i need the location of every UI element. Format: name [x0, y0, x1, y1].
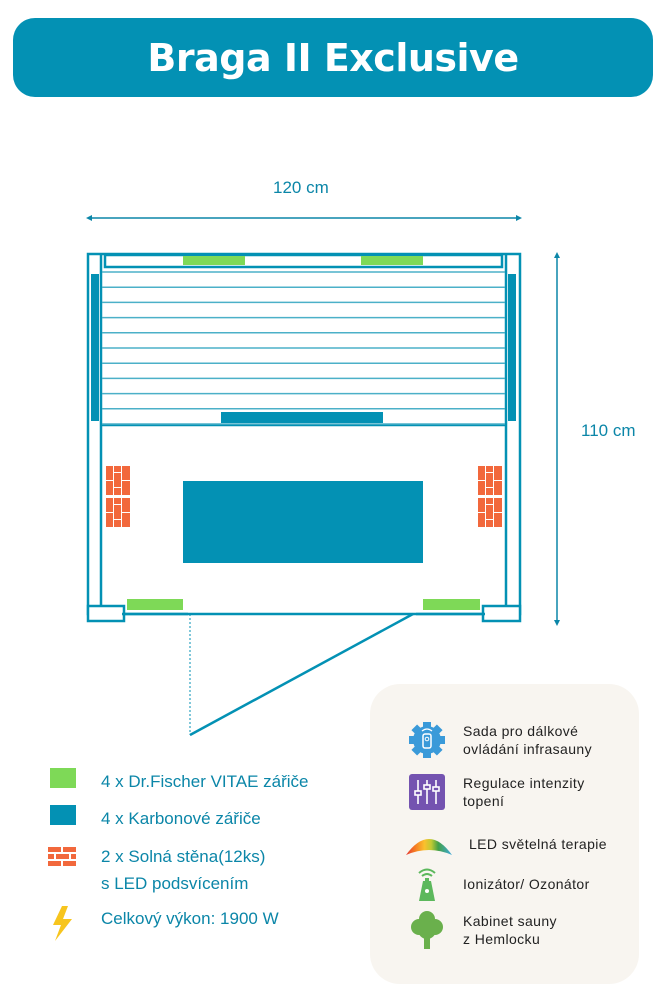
salt-brick-block — [478, 466, 502, 495]
vitae-heater-bottom-left — [127, 599, 183, 610]
feature-intensity: Regulace intenzity topení — [405, 772, 585, 812]
rainbow-icon — [405, 824, 453, 864]
ionizer-icon — [405, 864, 449, 904]
salt-brick-block — [478, 498, 502, 527]
feature-label-line2: topení — [463, 793, 505, 809]
feature-label: LED světelná terapie — [469, 836, 607, 852]
carbon-heater-right — [508, 274, 516, 421]
feature-cabinet: Kabinet sauny z Hemlocku — [405, 910, 557, 950]
feature-remote: Sada pro dálkové ovládání infrasauny — [405, 720, 592, 760]
carbon-heater-swatch — [48, 805, 78, 827]
legend-power: Celkový výkon: 1900 W — [48, 905, 279, 941]
sliders-icon — [405, 772, 449, 812]
feature-label: Sada pro dálkové — [463, 723, 579, 739]
legend-vitae: 4 x Dr.Fischer VITAE zářiče — [48, 768, 309, 795]
door — [122, 612, 485, 737]
legend-label-line2: s LED podsvícením — [101, 874, 249, 893]
brick-icon — [48, 843, 78, 866]
remote-gear-icon — [405, 720, 449, 760]
carbon-heater-bench — [221, 412, 383, 423]
page-title: Braga II Exclusive — [147, 35, 519, 80]
salt-brick-block — [106, 498, 130, 527]
feature-led: LED světelná terapie — [405, 824, 607, 864]
feature-label: Ionizátor/ Ozonátor — [463, 876, 590, 892]
legend-label: 4 x Dr.Fischer VITAE zářiče — [101, 772, 309, 791]
width-label: 120 cm — [273, 178, 329, 197]
vitae-heater-top-right — [361, 256, 423, 265]
salt-walls — [106, 466, 502, 527]
legend-label: 4 x Karbonové zářiče — [101, 809, 261, 828]
depth-arrow — [554, 252, 560, 626]
title-bar: Braga II Exclusive — [13, 18, 653, 97]
floor-plan — [86, 215, 560, 737]
carbon-heater-left — [91, 274, 99, 421]
vitae-heater-bottom-right — [423, 599, 480, 610]
walls — [86, 252, 522, 623]
feature-label-line2: z Hemlocku — [463, 931, 541, 947]
features-panel: Sada pro dálkové ovládání infrasauny Regu… — [370, 684, 639, 984]
feature-label-line2: ovládání infrasauny — [463, 741, 593, 757]
legend-carbon: 4 x Karbonové zářiče — [48, 805, 261, 832]
salt-brick-block — [106, 466, 130, 495]
lightning-icon — [48, 905, 78, 941]
legend-label: Celkový výkon: 1900 W — [101, 909, 279, 928]
feature-label: Regulace intenzity — [463, 775, 585, 791]
legend-label: 2 x Solná stěna(12ks) — [101, 847, 266, 866]
legend-salt-wall: 2 x Solná stěna(12ks) s LED podsvícením — [48, 843, 265, 897]
bench-slats — [102, 271, 505, 425]
tree-icon — [405, 910, 449, 950]
depth-label: 110 cm — [581, 421, 636, 440]
width-arrow — [86, 215, 522, 221]
vitae-heater-top-left — [183, 256, 245, 265]
feature-label: Kabinet sauny — [463, 913, 557, 929]
feature-ionizer: Ionizátor/ Ozonátor — [405, 864, 590, 904]
carbon-heater-floor — [183, 481, 423, 563]
green-heater-swatch — [48, 768, 78, 790]
